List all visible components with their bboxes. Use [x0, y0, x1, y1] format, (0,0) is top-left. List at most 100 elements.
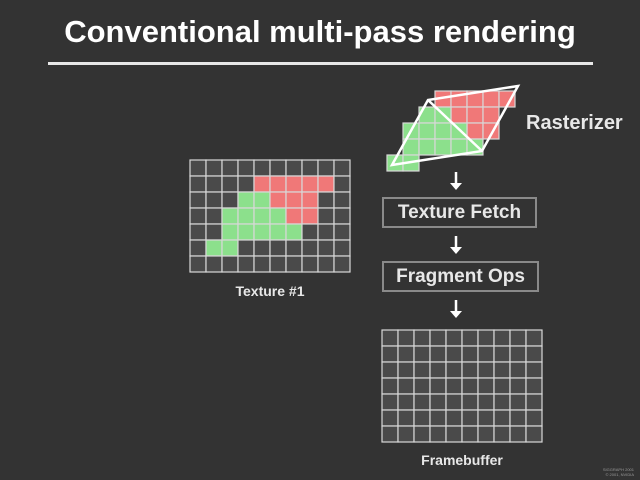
framebuffer-cell	[477, 425, 495, 443]
framebuffer-cell	[525, 425, 543, 443]
raster-fragment-red	[482, 90, 500, 108]
texture-cell	[189, 191, 207, 209]
framebuffer-cell	[429, 409, 447, 427]
framebuffer-cell	[493, 329, 511, 347]
texture-cell	[221, 255, 239, 273]
texture-cell	[269, 239, 287, 257]
framebuffer-cell	[381, 409, 399, 427]
raster-fragment-red	[450, 106, 468, 124]
texture-cell	[253, 191, 271, 209]
texture-cell	[333, 223, 351, 241]
title-underline	[48, 62, 593, 65]
framebuffer-cell	[397, 345, 415, 363]
framebuffer-cell	[445, 425, 463, 443]
framebuffer-cell	[381, 329, 399, 347]
framebuffer-cell	[413, 409, 431, 427]
framebuffer-cell	[397, 425, 415, 443]
framebuffer-cell	[381, 377, 399, 395]
triangle-diagonal	[427, 99, 483, 152]
framebuffer-cell	[493, 425, 511, 443]
texture-cell	[237, 191, 255, 209]
framebuffer-cell	[493, 393, 511, 411]
framebuffer-cell	[413, 361, 431, 379]
footer-line: © 2001, NVIDIA	[605, 472, 634, 477]
raster-fragment-green	[418, 138, 436, 156]
texture-cell	[317, 255, 335, 273]
framebuffer-cell	[477, 329, 495, 347]
framebuffer-label: Framebuffer	[421, 452, 503, 468]
framebuffer-cell	[413, 377, 431, 395]
framebuffer-cell	[509, 345, 527, 363]
framebuffer-cell	[477, 377, 495, 395]
framebuffer-cell	[477, 345, 495, 363]
texture-cell	[253, 223, 271, 241]
framebuffer-cell	[445, 345, 463, 363]
texture-cell	[253, 239, 271, 257]
framebuffer-cell	[525, 345, 543, 363]
arrow-head-icon	[450, 311, 462, 318]
framebuffer-cell	[461, 425, 479, 443]
framebuffer-cell	[397, 377, 415, 395]
texture-cell	[221, 159, 239, 177]
texture-cell	[269, 159, 287, 177]
framebuffer-cell	[461, 377, 479, 395]
framebuffer-cell	[493, 377, 511, 395]
framebuffer-cell	[381, 393, 399, 411]
texture-cell	[301, 159, 319, 177]
framebuffer-cell	[429, 425, 447, 443]
texture-cell	[301, 191, 319, 209]
texture-cell	[317, 159, 335, 177]
framebuffer-cell	[429, 377, 447, 395]
texture-cell	[205, 223, 223, 241]
texture-cell	[189, 239, 207, 257]
framebuffer-cell	[429, 329, 447, 347]
framebuffer-cell	[493, 409, 511, 427]
framebuffer-cell	[445, 377, 463, 395]
texture-cell	[189, 223, 207, 241]
texture-cell	[285, 207, 303, 225]
texture-cell	[221, 191, 239, 209]
texture-cell	[205, 191, 223, 209]
texture-cell	[237, 175, 255, 193]
texture-cell	[221, 207, 239, 225]
texture-cell	[301, 175, 319, 193]
texture-cell	[253, 207, 271, 225]
framebuffer-cell	[477, 361, 495, 379]
texture-cell	[253, 175, 271, 193]
framebuffer-cell	[381, 345, 399, 363]
framebuffer-cell	[461, 329, 479, 347]
framebuffer-cell	[477, 409, 495, 427]
texture-cell	[189, 255, 207, 273]
texture-cell	[317, 239, 335, 257]
texture-cell	[221, 239, 239, 257]
framebuffer-cell	[525, 409, 543, 427]
texture-cell	[285, 239, 303, 257]
framebuffer-cell	[509, 425, 527, 443]
texture-cell	[333, 175, 351, 193]
texture-cell	[333, 191, 351, 209]
texture-cell	[301, 207, 319, 225]
texture-cell	[221, 175, 239, 193]
texture-cell	[205, 239, 223, 257]
texture-cell	[333, 255, 351, 273]
texture-cell	[237, 207, 255, 225]
framebuffer-cell	[509, 409, 527, 427]
framebuffer-cell	[477, 393, 495, 411]
framebuffer-cell	[429, 345, 447, 363]
texture-cell	[189, 159, 207, 177]
footer-line: SIGGRAPH 2001	[602, 467, 634, 472]
framebuffer-cell	[461, 361, 479, 379]
framebuffer-cell	[509, 361, 527, 379]
framebuffer-cell	[397, 329, 415, 347]
arrow-head-icon	[450, 183, 462, 190]
framebuffer-cell	[413, 345, 431, 363]
texture-cell	[333, 159, 351, 177]
texture-cell	[285, 175, 303, 193]
framebuffer-cell	[493, 361, 511, 379]
framebuffer-cell	[445, 361, 463, 379]
arrow-head-icon	[450, 247, 462, 254]
texture-cell	[269, 255, 287, 273]
texture-cell	[205, 159, 223, 177]
framebuffer-cell	[445, 409, 463, 427]
texture-cell	[221, 223, 239, 241]
